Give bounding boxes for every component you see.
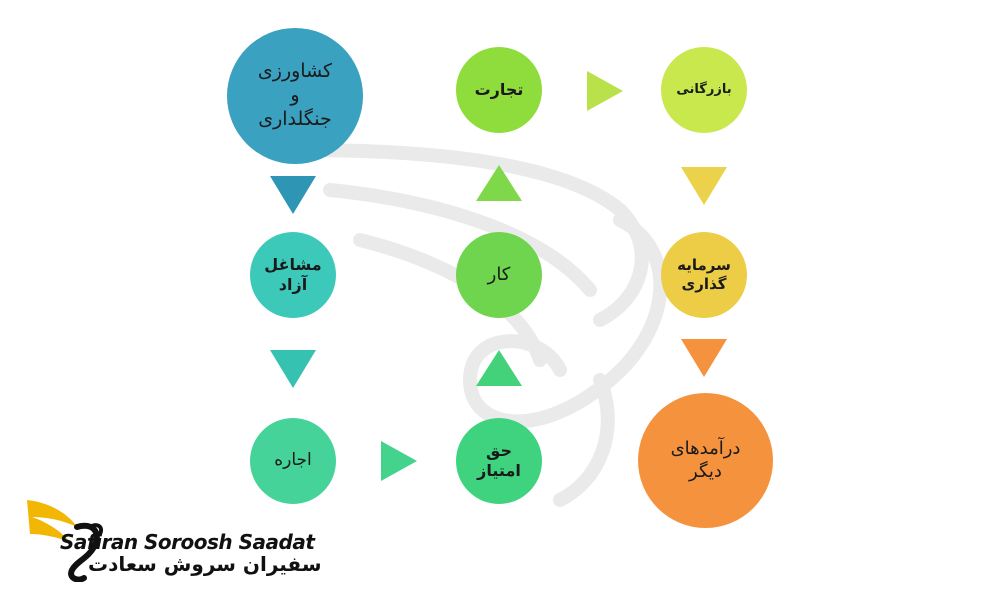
arrow-royalty-to-work [476,350,522,386]
node-commerce-label: بازرگانی [676,81,732,97]
arrow-rent-to-royalty [381,441,417,481]
node-investment-label: سرمایه گذاری [677,256,731,293]
brand-name-en: Safiran Soroosh Saadat [60,530,315,554]
node-trade: تجارت [456,47,542,133]
node-self-employed: مشاغل آزاد [250,232,336,318]
node-agriculture-label: کشاورزی و جنگلداری [257,60,333,130]
arrow-self-employed-to-rent [270,350,316,388]
node-work-label: کار [487,263,511,285]
arrow-investment-to-other [681,339,727,377]
arrow-work-to-trade [476,165,522,201]
arrow-agriculture-to-self-employed [270,176,316,214]
arrow-commerce-to-investment [681,167,727,205]
node-trade-label: تجارت [474,80,524,99]
node-agriculture: کشاورزی و جنگلداری [227,28,363,164]
node-investment: سرمایه گذاری [661,232,747,318]
node-rent-label: اجاره [274,450,312,471]
node-work: کار [456,232,542,318]
node-self-employed-label: مشاغل آزاد [264,255,322,294]
node-rent: اجاره [250,418,336,504]
node-commerce: بازرگانی [661,47,747,133]
brand-name-fa: سفیران سروش سعادت [88,552,322,576]
arrow-trade-to-commerce [587,71,623,111]
node-other-income: درآمدهای دیگر [638,393,773,528]
node-royalty: حق امتیاز [456,418,542,504]
node-royalty-label: حق امتیاز [477,441,521,480]
node-other-income-label: درآمدهای دیگر [670,438,741,482]
swan-logo-icon [27,500,103,582]
